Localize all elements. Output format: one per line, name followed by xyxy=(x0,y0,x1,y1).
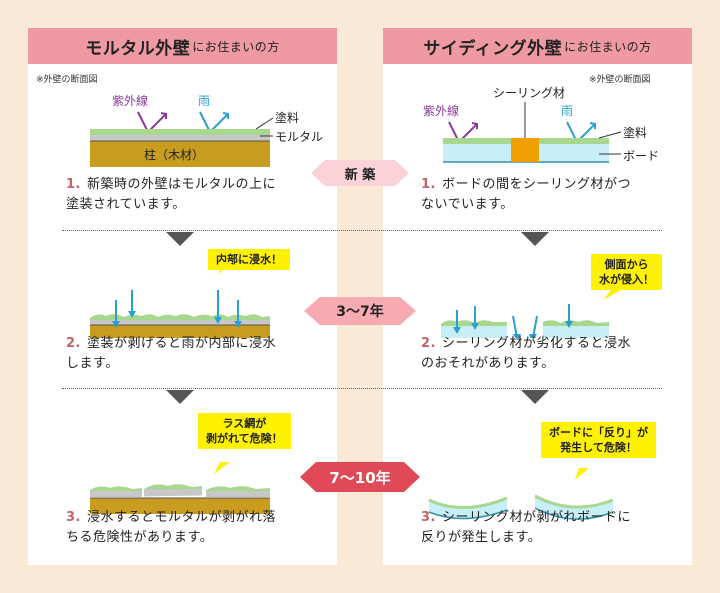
right-down-arrow-1-icon xyxy=(521,232,549,246)
right-sealing-label: シーリング材 xyxy=(493,86,566,100)
mortar-layer xyxy=(90,135,270,141)
left-down-arrow-1-icon xyxy=(166,232,194,246)
right-step-1: 1.ボードの間をシーリング材がつ ないでいます。 xyxy=(421,177,631,212)
right-title-suffix: にお住まいの方 xyxy=(564,39,652,54)
left-diagram-1 xyxy=(90,111,274,167)
stage-new-label: 新 築 xyxy=(344,167,376,183)
right-callout-2: ボードに「反り」が発生して危険！ xyxy=(541,422,656,458)
right-note: ※外壁の断面図 xyxy=(589,75,651,85)
stage-new-badge xyxy=(311,160,409,186)
left-title: モルタル外壁 xyxy=(85,38,191,59)
right-diagram-1 xyxy=(443,102,622,163)
left-paint-label: 塗料 xyxy=(275,111,300,125)
right-rain-label: 雨 xyxy=(561,104,574,118)
left-callout-2: ラス網が剥がれて危険！ xyxy=(198,413,291,449)
paint-layer xyxy=(90,129,270,135)
separator-1 xyxy=(62,230,662,231)
right-uv-label: 紫外線 xyxy=(423,104,460,118)
left-step-2: 2.塗装が剥げると雨が内部に浸水 します。 xyxy=(66,336,276,371)
left-diagram-2 xyxy=(90,262,270,338)
right-paint-label: 塗料 xyxy=(623,126,648,140)
right-diagram-2 xyxy=(441,290,621,338)
right-diagram-3 xyxy=(428,468,614,520)
left-step-3: 3.浸水するとモルタルが剥がれ落 ちる危険性があります。 xyxy=(66,510,276,545)
left-step-1: 1.新築時の外壁はモルタルの上に 塗装されています。 xyxy=(66,177,276,212)
left-rain-label: 雨 xyxy=(198,94,211,108)
left-header: モルタル外壁にお住まいの方 xyxy=(28,28,337,64)
stage-late-badge xyxy=(300,462,420,492)
pillar-layer xyxy=(90,141,270,167)
left-panel: モルタル外壁にお住まいの方 ※外壁の断面図 紫外線 雨 塗料 モルタル 柱（木材… xyxy=(28,28,337,565)
left-note: ※外壁の断面図 xyxy=(36,75,98,85)
left-pillar-label: 柱（木材） xyxy=(144,148,205,162)
rain-drops-icon-right xyxy=(453,304,573,338)
stage-late-label: 7〜10年 xyxy=(329,468,391,487)
right-header: サイディング外壁にお住まいの方 xyxy=(383,28,692,64)
right-title: サイディング外壁 xyxy=(423,38,563,59)
left-mortar-label: モルタル xyxy=(275,130,324,144)
right-callout-1: 側面から水が侵入！ xyxy=(591,254,662,290)
left-uv-label: 紫外線 xyxy=(112,94,149,108)
right-board-label: ボード xyxy=(623,149,660,163)
separator-2 xyxy=(62,388,662,389)
left-diagram-3 xyxy=(90,462,270,514)
right-panel: サイディング外壁にお住まいの方 ※外壁の断面図 シーリング材 紫外線 雨 塗料 … xyxy=(383,28,692,565)
left-title-suffix: にお住まいの方 xyxy=(192,39,280,54)
right-step-2: 2.シーリング材が劣化すると浸水 のおそれがあります。 xyxy=(421,336,631,371)
left-down-arrow-2-icon xyxy=(166,390,194,404)
stage-mid-badge xyxy=(304,297,416,325)
right-down-arrow-2-icon xyxy=(521,390,549,404)
stage-mid-label: 3〜7年 xyxy=(336,304,384,320)
rain-drops-icon xyxy=(112,290,242,328)
sealing-block xyxy=(511,138,539,162)
right-step-3: 3.シーリング材が剥がれボードに 反りが発生します。 xyxy=(421,510,631,545)
